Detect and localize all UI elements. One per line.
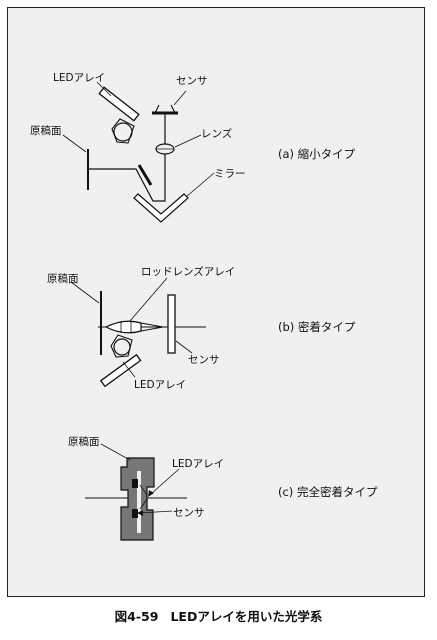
sensor-b (167, 294, 176, 354)
led-array-label-a: LEDアレイ (53, 72, 105, 84)
diagram-full-contact-type (85, 443, 187, 541)
caption-a: (a) 縮小タイプ (278, 147, 356, 161)
caption-c: (c) 完全密着タイプ (278, 485, 378, 499)
figure-number: 図4-59 (114, 609, 159, 624)
led-reflector-a (111, 118, 135, 144)
led-array-label-b: LEDアレイ (134, 379, 186, 391)
lens-label-a: レンズ (201, 127, 232, 140)
caption-b: (b) 密着タイプ (278, 320, 356, 334)
rod-lens-label-b: ロッドレンズアレイ (141, 265, 235, 278)
figure-title: LEDアレイを用いた光学系 (170, 609, 323, 624)
sensor-label-a: センサ (176, 75, 208, 87)
led-array-b (99, 353, 142, 388)
fold-mirror-a (137, 164, 153, 186)
document-label-a: 原稿面 (30, 124, 62, 137)
led-array-a (98, 86, 140, 122)
sensor-element-c (132, 509, 138, 518)
figure-caption: 図4-59 LEDアレイを用いた光学系 (0, 606, 437, 625)
led-element-c (132, 479, 138, 488)
v-mirror-a (133, 193, 189, 223)
diagram-contact-type (70, 277, 206, 388)
optical-path-a (88, 112, 166, 202)
optical-diagram: LEDアレイ センサ 原稿面 レンズ ミラー (a) 縮小タイプ 原稿面 ロッド… (30, 72, 378, 541)
document-label-b: 原稿面 (47, 272, 79, 285)
rod-lens-array-b (104, 320, 142, 334)
diagram-reduction-type (62, 81, 215, 223)
mirror-label-a: ミラー (214, 168, 246, 180)
sensor-label-c: センサ (173, 507, 205, 519)
led-array-label-c: LEDアレイ (172, 458, 224, 470)
led-lamp-b (113, 338, 131, 356)
figure-panel: LEDアレイ センサ 原稿面 レンズ ミラー (a) 縮小タイプ 原稿面 ロッド… (7, 7, 425, 597)
document-label-c: 原稿面 (68, 435, 100, 448)
sensor-label-b: センサ (188, 354, 220, 366)
